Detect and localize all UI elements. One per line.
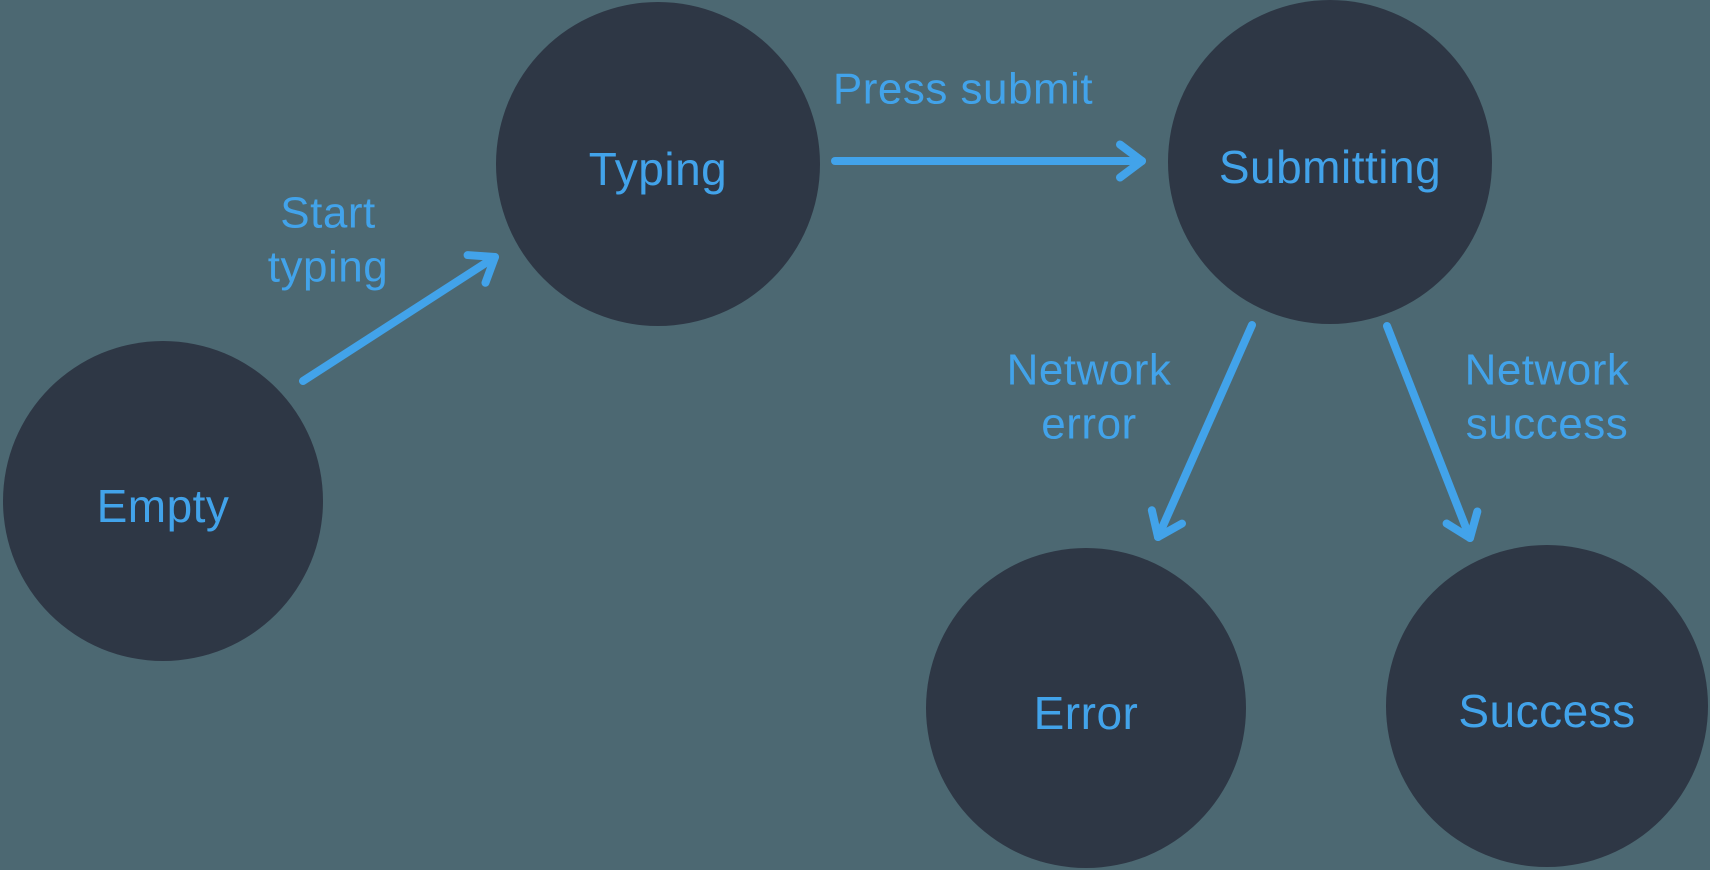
state-label-success: Success (1458, 685, 1635, 737)
transition-label-network-error-line2: error (1041, 400, 1136, 449)
state-label-empty: Empty (97, 480, 230, 532)
state-label-submitting: Submitting (1219, 141, 1441, 193)
transition-arrow-network-success (1383, 322, 1482, 542)
state-node-typing (496, 2, 820, 326)
state-node-error (926, 548, 1246, 868)
state-label-error: Error (1034, 687, 1139, 739)
state-node-empty (3, 341, 323, 661)
transition-label-press-submit-line1: Press submit (833, 65, 1093, 114)
transition-label-start-typing-line1: Start (280, 189, 375, 238)
state-node-submitting (1168, 0, 1492, 324)
transition-label-network-success-line2: success (1466, 400, 1628, 449)
state-node-success (1386, 545, 1708, 867)
transition-arrow-start-typing (299, 251, 499, 385)
state-label-typing: Typing (589, 143, 728, 195)
transition-label-start-typing-line2: typing (268, 243, 388, 292)
transition-label-network-error-line1: Network (1007, 346, 1172, 395)
transition-arrow-network-error (1147, 321, 1256, 541)
transition-label-network-success-line1: Network (1465, 346, 1630, 395)
